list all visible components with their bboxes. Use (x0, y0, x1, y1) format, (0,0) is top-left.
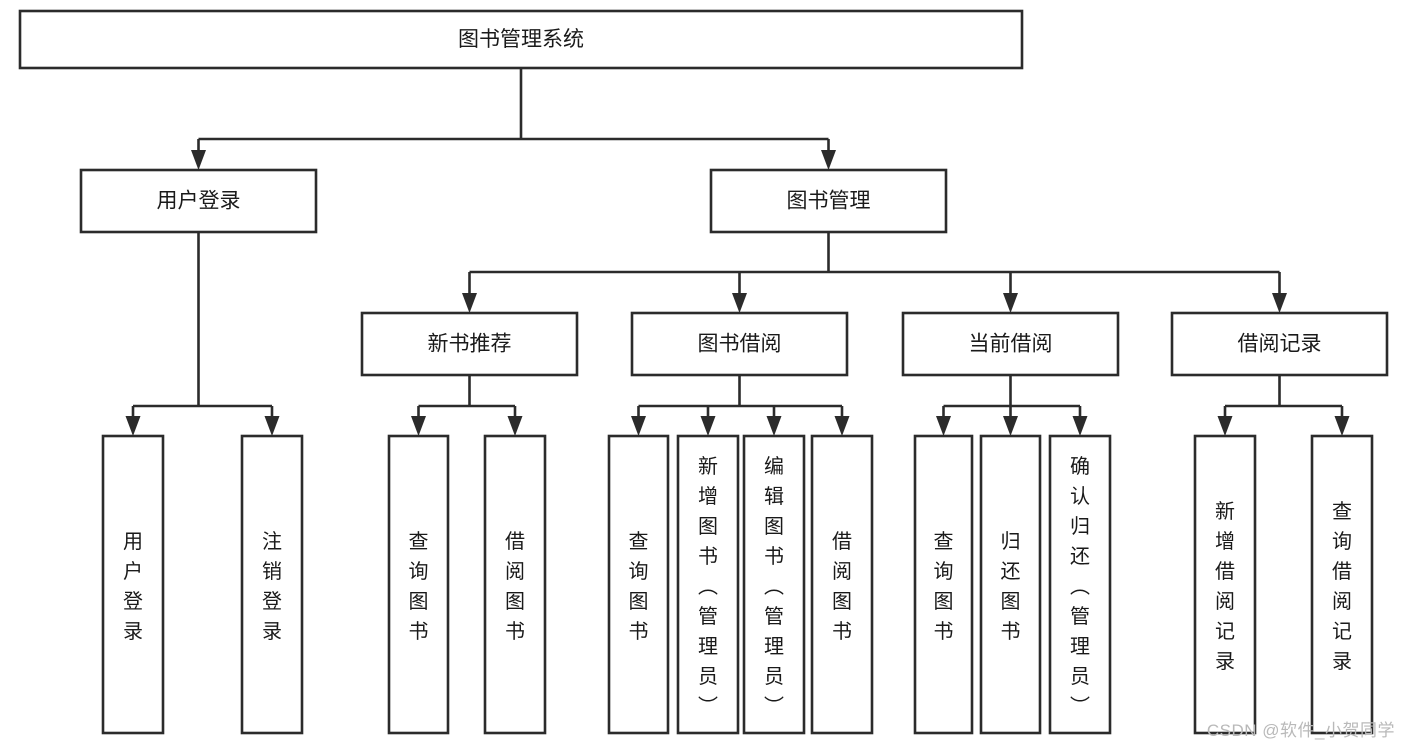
connector-borrow-record (1217, 375, 1350, 436)
node-label: 注销登录 (262, 530, 282, 643)
node-box (18, 9, 1024, 70)
connector-book-borrow (631, 375, 850, 436)
node-box (810, 434, 874, 735)
connector-new-book-rec (411, 375, 523, 436)
arrow-head-icon (1334, 416, 1350, 436)
node-leaf-confirm-return[interactable]: 确认归还︵管理员︶ (1048, 434, 1112, 735)
arrow-head-icon (191, 150, 206, 170)
node-box (630, 311, 849, 377)
connector-layer (125, 68, 1350, 436)
connector-book-manage (462, 232, 1287, 313)
node-leaf-add-book[interactable]: 新增图书︵管理员︶ (676, 434, 740, 735)
node-label: 新书推荐 (428, 333, 512, 356)
arrow-head-icon (1072, 416, 1088, 436)
arrow-head-icon (631, 416, 646, 436)
node-label: 借阅记录 (1238, 333, 1322, 356)
node-new-book-rec[interactable]: 新书推荐 (360, 311, 579, 377)
node-box (387, 434, 450, 735)
node-box (709, 168, 948, 234)
node-current-borrow[interactable]: 当前借阅 (901, 311, 1120, 377)
arrow-head-icon (936, 416, 951, 436)
node-label: 查询图书 (629, 530, 649, 643)
node-label: 当前借阅 (969, 333, 1053, 356)
node-label: 图书管理 (787, 190, 871, 213)
node-label: 借阅图书 (832, 530, 852, 643)
arrow-head-icon (732, 293, 747, 313)
connector-current-borrow (936, 375, 1088, 436)
arrow-head-icon (462, 293, 477, 313)
node-leaf-query-book-1[interactable]: 查询图书 (387, 434, 450, 735)
node-book-manage[interactable]: 图书管理 (709, 168, 948, 234)
connector-root (191, 68, 836, 170)
node-box (1048, 434, 1112, 735)
arrow-head-icon (766, 416, 782, 436)
node-box (607, 434, 670, 735)
node-leaf-query-record[interactable]: 查询借阅记录 (1310, 434, 1374, 735)
node-borrow-record[interactable]: 借阅记录 (1170, 311, 1389, 377)
node-leaf-borrow-book-1[interactable]: 借阅图书 (483, 434, 547, 735)
node-layer: 图书管理系统用户登录图书管理新书推荐图书借阅当前借阅借阅记录用户登录注销登录查询… (18, 9, 1389, 735)
node-box (913, 434, 974, 735)
arrow-head-icon (821, 150, 836, 170)
node-leaf-query-book-3[interactable]: 查询图书 (913, 434, 974, 735)
node-box (901, 311, 1120, 377)
node-label: 查询借阅记录 (1332, 500, 1352, 673)
node-leaf-logout[interactable]: 注销登录 (240, 434, 304, 735)
arrow-head-icon (125, 416, 141, 436)
node-box (79, 168, 318, 234)
node-leaf-add-record[interactable]: 新增借阅记录 (1193, 434, 1257, 735)
node-leaf-borrow-book-2[interactable]: 借阅图书 (810, 434, 874, 735)
node-user-login[interactable]: 用户登录 (79, 168, 318, 234)
arrow-head-icon (700, 416, 716, 436)
arrow-head-icon (1217, 416, 1233, 436)
node-box (979, 434, 1042, 735)
node-box (101, 434, 165, 735)
node-box (483, 434, 547, 735)
node-box (742, 434, 806, 735)
node-root[interactable]: 图书管理系统 (18, 9, 1024, 70)
node-leaf-query-book-2[interactable]: 查询图书 (607, 434, 670, 735)
node-label: 图书管理系统 (458, 28, 584, 51)
node-label: 编辑图书︵管理员︶ (764, 455, 784, 718)
node-label: 归还图书 (1001, 530, 1021, 643)
node-label: 借阅图书 (505, 530, 525, 643)
arrow-head-icon (834, 416, 850, 436)
node-label: 查询图书 (934, 530, 954, 643)
node-label: 新增借阅记录 (1215, 500, 1235, 673)
connector-user-login (125, 232, 280, 436)
csdn-watermark: CSDN @软件_小贺同学 (1206, 721, 1395, 740)
node-box (1193, 434, 1257, 735)
arrow-head-icon (411, 416, 426, 436)
arrow-head-icon (1003, 293, 1018, 313)
node-leaf-edit-book[interactable]: 编辑图书︵管理员︶ (742, 434, 806, 735)
node-leaf-return-book[interactable]: 归还图书 (979, 434, 1042, 735)
node-label: 查询图书 (409, 530, 429, 643)
arrow-head-icon (1272, 293, 1287, 313)
node-label: 确认归还︵管理员︶ (1070, 455, 1090, 718)
arrow-head-icon (264, 416, 280, 436)
arrow-head-icon (1003, 416, 1018, 436)
node-box (676, 434, 740, 735)
node-box (240, 434, 304, 735)
node-label: 用户登录 (123, 531, 143, 643)
node-box (1310, 434, 1374, 735)
node-label: 用户登录 (157, 190, 241, 213)
node-label: 新增图书︵管理员︶ (698, 455, 718, 718)
node-label: 图书借阅 (698, 333, 782, 356)
node-book-borrow[interactable]: 图书借阅 (630, 311, 849, 377)
node-leaf-user-login[interactable]: 用户登录 (101, 434, 165, 735)
arrow-head-icon (507, 416, 523, 436)
node-box (1170, 311, 1389, 377)
node-box (360, 311, 579, 377)
